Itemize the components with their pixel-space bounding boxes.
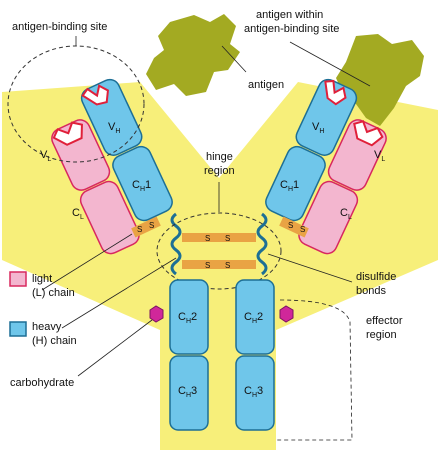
right-cl-label: CL (340, 207, 352, 221)
left-vh-label: VH (108, 121, 120, 135)
right-arm-disulfide-bar (279, 216, 309, 238)
right-ch1-domain (265, 145, 326, 222)
right-ch1-label: CH1 (280, 179, 299, 193)
legend-light-chain-swatch (9, 271, 27, 287)
hinge-dashed-outline (156, 212, 282, 290)
label-hinge-1: hinge (206, 151, 233, 163)
left-ch2-domain (169, 279, 209, 355)
label-antigen: antigen (248, 79, 284, 91)
label-hinge-2: region (204, 165, 235, 177)
hinge-ss-1a: S (205, 234, 210, 243)
antigen-free-shape (146, 14, 240, 96)
carbohydrate-left-icon (149, 305, 164, 323)
hinge-ss-2b: S (225, 261, 230, 270)
left-ch1-domain (112, 145, 173, 222)
label-disulfide-2: bonds (356, 285, 386, 297)
left-ch3-label: CH3 (178, 385, 197, 399)
left-cl-domain (79, 180, 140, 255)
antigen-bound-shape (336, 34, 424, 126)
hinge-coil-left (170, 212, 182, 276)
label-antigen-binding-site: antigen-binding site (12, 21, 107, 33)
right-arm-ss-1: S (288, 221, 293, 230)
right-ch3-domain (235, 355, 275, 431)
right-ch2-label: CH2 (244, 311, 263, 325)
label-heavy-2: (H) chain (32, 335, 77, 347)
right-vh-label: VH (312, 121, 324, 135)
label-light-2: (L) chain (32, 287, 75, 299)
label-effector-2: region (366, 329, 397, 341)
hinge-disulfide-bar-2 (182, 260, 256, 269)
left-fab-arm (51, 78, 173, 255)
label-antigen-within-2: antigen-binding site (244, 23, 339, 35)
left-vl-label: VL (40, 149, 51, 163)
left-ch2-label: CH2 (178, 311, 197, 325)
hinge-coil-right (256, 212, 268, 276)
left-arm-ss-1: S (137, 225, 142, 234)
right-fab-arm (265, 78, 387, 255)
hinge-ss-1b: S (225, 234, 230, 243)
label-light-1: light (32, 273, 52, 285)
left-binding-pocket-heavy (81, 84, 109, 106)
right-arm-ss-2: S (300, 225, 305, 234)
label-antigen-within-1: antigen within (256, 9, 323, 21)
label-heavy-1: heavy (32, 321, 62, 333)
left-arm-ss-2: S (149, 221, 154, 230)
label-carbohydrate: carbohydrate (10, 377, 74, 389)
leader-lines (41, 36, 371, 441)
left-ch1-label: CH1 (132, 179, 151, 193)
label-effector-1: effector (366, 315, 403, 327)
right-cl-domain (298, 180, 359, 255)
carbohydrate-right-icon (279, 305, 294, 323)
hinge-disulfide-bar-1 (182, 233, 256, 242)
hinge-region: S S S S (156, 212, 282, 290)
left-ch3-domain (169, 355, 209, 431)
right-binding-pocket-heavy (324, 79, 347, 106)
hinge-ss-2a: S (205, 261, 210, 270)
left-binding-pocket-light (52, 121, 83, 146)
right-ch2-domain (235, 279, 275, 355)
right-binding-pocket-light (353, 120, 384, 147)
label-disulfide-1: disulfide (356, 271, 396, 283)
right-vl-label: VL (374, 149, 385, 163)
legend-heavy-chain-swatch (9, 321, 27, 337)
left-cl-label: CL (72, 207, 84, 221)
left-arm-disulfide-bar (131, 216, 161, 238)
right-ch3-label: CH3 (244, 385, 263, 399)
